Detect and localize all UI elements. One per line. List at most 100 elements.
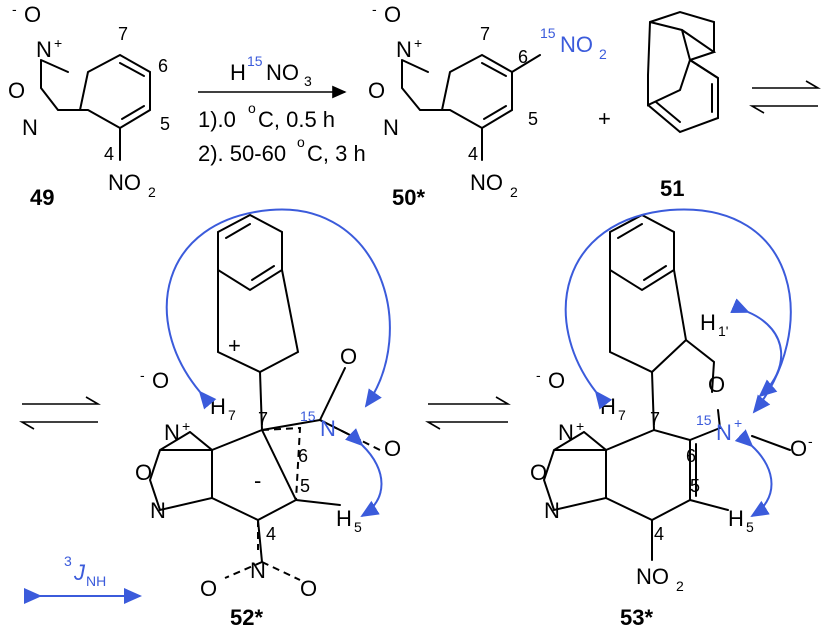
pos-6: 6: [158, 56, 168, 76]
n15-plus: +: [734, 415, 742, 431]
ring-o-label: O: [8, 78, 25, 103]
n-plus-label: N: [164, 420, 180, 445]
h5-sub: 5: [354, 519, 362, 535]
minus-sup: -: [12, 1, 17, 17]
no2-n: N: [250, 558, 266, 583]
equilibrium-arrow-middle: [425, 396, 511, 430]
h7-label: H: [600, 394, 616, 419]
no2-label: NO: [636, 564, 669, 589]
n-plus-label: N: [36, 37, 52, 62]
h1-label: H: [700, 310, 716, 335]
bridge-o-label: O: [708, 372, 725, 397]
compound-50-label: 50*: [392, 185, 425, 210]
nitro-o-top: O: [340, 344, 357, 369]
compound-53: O - N + O N H 7 7 6 5 4 H 5 H 1' O 15 N …: [530, 208, 813, 630]
minus-sup: -: [140, 367, 145, 383]
step-2-unit: o: [297, 134, 305, 150]
n15-mass: 15: [300, 408, 316, 424]
plus-sup: +: [54, 35, 62, 51]
minus-sup: -: [372, 1, 377, 17]
no2-sub: 2: [676, 578, 684, 594]
ring-o-label: O: [368, 78, 385, 103]
reaction-conditions: H 15 NO 3 1).0 o C, 0.5 h 2). 50-60 o C,…: [198, 53, 366, 166]
ring-n-label: N: [22, 115, 38, 140]
pos-7: 7: [650, 409, 660, 429]
no2-sub: 2: [510, 184, 518, 200]
h5-label: H: [336, 506, 352, 531]
pos-5: 5: [690, 476, 700, 496]
pos-4: 4: [468, 144, 478, 164]
equilibrium-arrow-left: [19, 396, 101, 430]
n15-mass: 15: [540, 25, 556, 41]
n15-label: N: [716, 420, 732, 445]
n-plus-label: N: [396, 37, 412, 62]
pos-4: 4: [104, 144, 114, 164]
pos-6: 6: [298, 446, 308, 466]
ring-n-label: N: [383, 115, 399, 140]
acid-h: H: [230, 60, 246, 85]
pos-7: 7: [118, 24, 128, 44]
pos-4: 4: [654, 524, 664, 544]
o-minus-label: O: [384, 2, 401, 27]
step-1-rest: C, 0.5 h: [258, 107, 335, 132]
step-2-rest: C, 3 h: [307, 141, 366, 166]
ring-o-label: O: [530, 460, 547, 485]
no2-o-right: O: [300, 576, 317, 601]
compound-49-label: 49: [30, 185, 54, 210]
no2-label: NO: [108, 170, 141, 195]
pos-6: 6: [518, 47, 528, 67]
n15-label: N: [320, 416, 336, 441]
pos-7: 7: [258, 409, 268, 429]
o-minus-label: O: [24, 2, 41, 27]
acid-sub: 3: [304, 73, 312, 89]
no2-o-left: O: [200, 576, 217, 601]
pos-5: 5: [528, 109, 538, 129]
h7-sub: 7: [618, 407, 626, 423]
pos-4: 4: [266, 524, 276, 544]
h7-label: H: [210, 394, 226, 419]
compound-52-label: 52*: [230, 605, 263, 630]
ring-o-label: O: [135, 460, 152, 485]
plus-sup: +: [414, 35, 422, 51]
h1-sub: 1': [718, 323, 728, 339]
legend-sup: 3: [64, 553, 72, 569]
step-1-unit: o: [248, 100, 256, 116]
o-minus-label: O: [548, 368, 565, 393]
plus-sign: +: [598, 106, 611, 131]
n-plus-label: N: [558, 420, 574, 445]
minus-sup: -: [536, 367, 541, 383]
equilibrium-arrow-top: [749, 80, 821, 114]
pos-7: 7: [480, 24, 490, 44]
n15-mass: 15: [696, 412, 712, 428]
no2-sub: 2: [148, 184, 156, 200]
h5-label: H: [728, 506, 744, 531]
acid-mass: 15: [247, 53, 263, 69]
no2-label: NO: [470, 170, 503, 195]
pos-5: 5: [160, 114, 170, 134]
carbocation-plus: +: [228, 333, 241, 358]
h7-sub: 7: [228, 407, 236, 423]
acid-no: NO: [266, 60, 299, 85]
n15-sub: 2: [599, 46, 607, 62]
compound-50: O - N + O N 7 6 5 4 15 NO 2 NO 2 50*: [368, 1, 607, 210]
o-right-minus: -: [808, 433, 813, 449]
compound-49: O - N + O N 7 6 5 4 NO 2 49: [8, 1, 170, 210]
o-minus-label: O: [152, 368, 169, 393]
step-2: 2). 50-60: [198, 141, 286, 166]
legend-j: J: [73, 560, 86, 585]
h5-sub: 5: [746, 519, 754, 535]
compound-51-label: 51: [660, 176, 684, 201]
coupling-legend: 3 J NH: [24, 553, 142, 604]
plus-sup: +: [576, 418, 584, 434]
compound-53-label: 53*: [620, 605, 653, 630]
compound-52: + O - N + O N H 7 7 6 5 4 - H 5 15 N O O…: [135, 208, 401, 630]
step-1: 1).0: [198, 107, 236, 132]
pos-6: 6: [686, 446, 696, 466]
legend-sub: NH: [86, 573, 106, 589]
ring-n-label: N: [544, 498, 560, 523]
plus-sup: +: [182, 418, 190, 434]
nitro-o-right: O: [384, 436, 401, 461]
pos-5: 5: [300, 476, 310, 496]
anion-minus: -: [254, 468, 261, 493]
